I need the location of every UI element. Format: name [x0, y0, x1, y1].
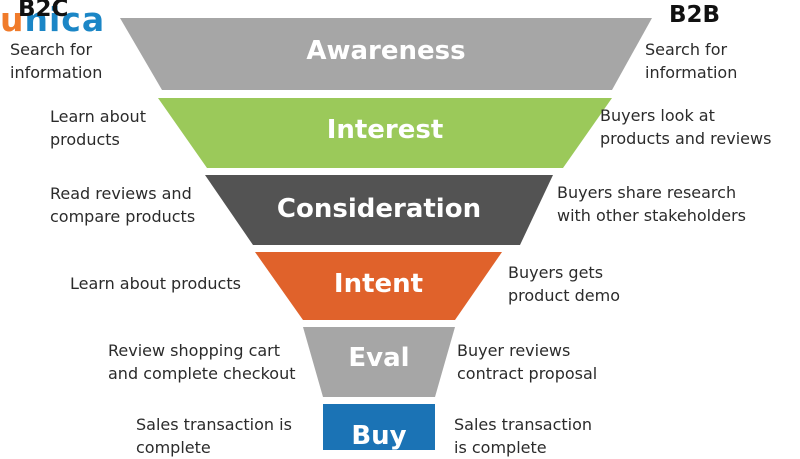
stage-label-consideration: Consideration: [276, 194, 482, 224]
b2b-text-intent: Buyers gets product demo: [508, 263, 620, 305]
b2c-text-awareness: Search for information: [10, 40, 103, 82]
stage-label-eval: Eval: [348, 343, 410, 373]
b2b-header: B2B: [669, 2, 721, 28]
b2c-header: B2C: [18, 0, 69, 22]
b2b-text-eval: Buyer reviews contract proposal: [457, 341, 598, 383]
b2b-text-buy: Sales transaction is complete: [454, 415, 593, 457]
unica-logo: unica: [0, 0, 106, 39]
funnel-stage-eval: [303, 327, 455, 397]
b2c-text-buy: Sales transaction is complete: [136, 415, 292, 457]
b2c-text-eval: Review shopping cart and complete checko…: [108, 341, 296, 383]
b2b-text-interest: Buyers look at products and reviews: [600, 106, 772, 148]
funnel-stage-awareness: [120, 18, 652, 90]
stage-label-interest: Interest: [326, 115, 444, 145]
stage-label-intent: Intent: [333, 269, 424, 299]
b2c-text-intent: Learn about products: [70, 274, 241, 293]
b2b-text-awareness: Search for information: [645, 40, 738, 82]
b2b-text-consideration: Buyers share research with other stakeho…: [557, 183, 746, 225]
funnel-stage-consideration: [205, 175, 553, 245]
b2c-text-consideration: Read reviews and compare products: [50, 184, 196, 226]
funnel-stage-buy: [323, 404, 435, 450]
stage-label-awareness: Awareness: [306, 36, 466, 66]
funnel-stage-interest: [158, 98, 612, 168]
b2c-text-interest: Learn about products: [50, 107, 146, 149]
stage-label-buy: Buy: [351, 421, 407, 451]
funnel-stage-intent: [255, 252, 502, 320]
